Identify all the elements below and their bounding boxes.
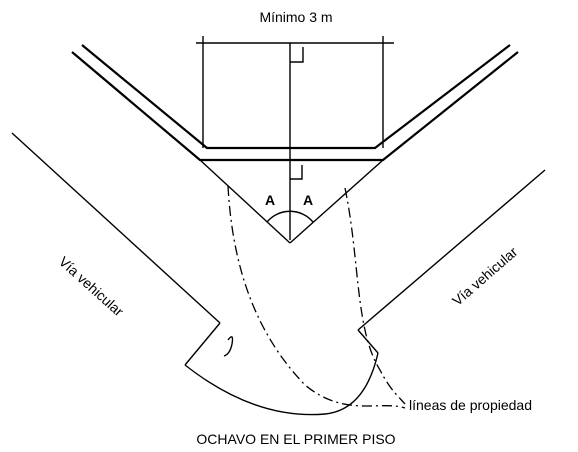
right-angle-markers [290, 47, 304, 180]
building-outline [71, 44, 519, 162]
corner-lines [199, 159, 384, 244]
diagram-caption: OCHAVO EN EL PRIMER PISO [196, 431, 395, 447]
road-label-left: Vía vehicular [56, 253, 127, 319]
angle-label-left: A [265, 192, 275, 208]
curl-mark [223, 336, 234, 357]
property-lines-label: líneas de propiedad [409, 397, 532, 413]
left-street-edges [11, 132, 221, 366]
street-curve [184, 352, 379, 416]
dimension-line [196, 36, 394, 148]
property-lines [227, 185, 406, 409]
right-street-edges [357, 169, 546, 354]
angle-arc [266, 210, 314, 223]
angle-label-right: A [303, 192, 313, 208]
dimension-label: Mínimo 3 m [259, 9, 332, 25]
road-label-right: Vía vehicular [449, 243, 521, 308]
